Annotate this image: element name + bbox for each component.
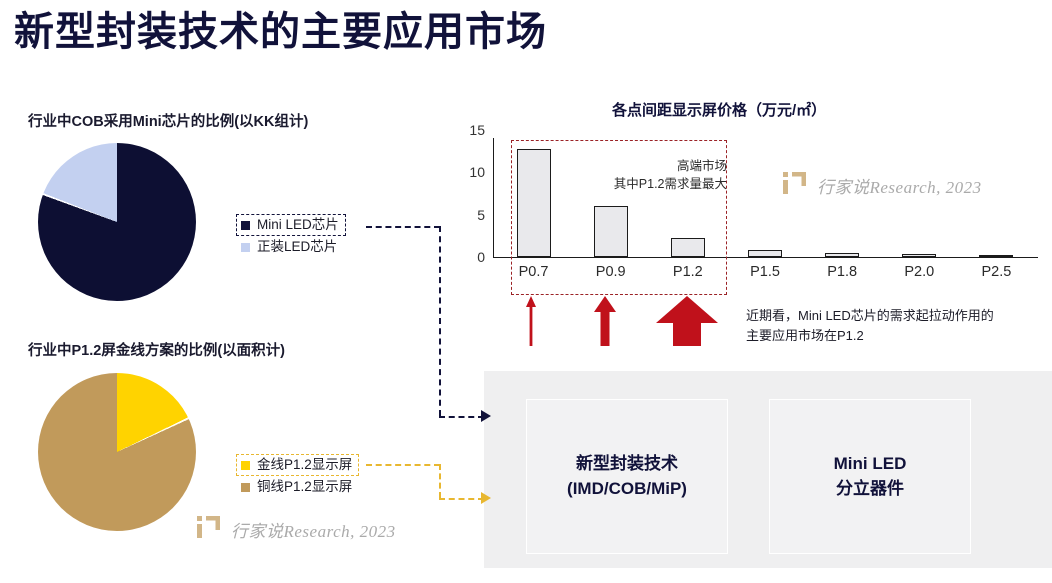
x-axis-tick-label: P1.5 [750, 264, 780, 280]
chart-annotation: 高端市场 其中P1.2需求量最大 [613, 159, 727, 192]
x-axis-tick-label: P0.9 [595, 264, 626, 280]
pie-chart-cob-mini [38, 143, 196, 301]
x-axis-tick-label: P2.0 [904, 264, 935, 280]
brand-logo-icon [196, 514, 222, 545]
legend-item-gold-wire-display[interactable]: 金线P1.2显示屏 [236, 454, 360, 476]
watermark-text: 行家说Research, 2023 [231, 522, 396, 541]
section-heading-gold-wire: 行业中P1.2屏金线方案的比例(以面积计) [28, 343, 285, 359]
connector-gold-segment-h2 [439, 498, 484, 500]
legend-item-label: 正装LED芯片 [257, 239, 338, 255]
bar-p2-0 [902, 254, 937, 257]
legend-cob-mini: Mini LED芯片 正装LED芯片 [236, 214, 346, 258]
arrow-p12-icon [655, 296, 719, 351]
title-divider [0, 72, 1052, 74]
section-heading-cob-mini: 行业中COB采用Mini芯片的比例(以KK组计) [28, 114, 309, 130]
brand-logo-icon [782, 170, 808, 201]
legend-gold-wire: 金线P1.2显示屏 铜线P1.2显示屏 [236, 454, 360, 498]
chart-title: 各点间距显示屏价格（万元/㎡） [612, 102, 827, 119]
x-axis-tick-label: P2.5 [981, 264, 1012, 280]
arrow-p07-icon [523, 296, 539, 351]
highlight-region-high-end-market [511, 140, 727, 295]
legend-item-label: 金线P1.2显示屏 [257, 457, 353, 473]
watermark-chart: 行家说Research, 2023 [782, 170, 982, 201]
legend-swatch-icon [241, 242, 250, 252]
connector-dark-arrowhead-icon [481, 410, 491, 422]
chart-takeaway-text: 近期看，Mini LED芯片的需求起拉动作用的 主要应用市场在P1.2 [746, 308, 994, 343]
bar-p2-5 [979, 255, 1014, 257]
connector-dark-segment-h1 [366, 226, 440, 228]
connector-gold-segment-h1 [366, 464, 440, 466]
bar-p0-7 [516, 149, 551, 257]
legend-swatch-icon [241, 220, 250, 230]
box-advanced-packaging[interactable]: 新型封装技术 (IMD/COB/MiP) [526, 399, 728, 554]
connector-dark-segment-v [439, 226, 441, 416]
box-mini-led-discrete[interactable]: Mini LED 分立器件 [769, 399, 971, 554]
pie-chart-gold-wire [38, 373, 196, 531]
legend-swatch-icon [241, 460, 250, 470]
legend-item-label: Mini LED芯片 [257, 217, 339, 233]
connector-gold-segment-v [439, 464, 441, 498]
y-axis-tick-label: 0 [477, 249, 485, 265]
x-axis-tick-label: P0.7 [518, 264, 549, 280]
legend-item-regular-led-chip[interactable]: 正装LED芯片 [236, 236, 346, 258]
bar-chart: 0 5 10 15 P0.7 P0.9 P1.2 P1.5 P1.8 P2.0 P2.5 [455, 122, 1038, 290]
watermark-text: 行家说Research, 2023 [817, 178, 982, 197]
y-axis-line [493, 138, 495, 257]
bar-p1-2 [670, 237, 705, 257]
y-axis-tick-labels: 0 5 10 15 [455, 122, 485, 290]
x-axis-tick-label: P1.8 [827, 264, 858, 280]
bar-plot-area [495, 130, 1035, 257]
y-axis-tick-label: 15 [469, 122, 485, 138]
bar-p1-5 [748, 250, 782, 257]
arrow-p09-icon [592, 296, 618, 351]
legend-item-copper-wire-display[interactable]: 铜线P1.2显示屏 [236, 476, 359, 498]
bar-p0-9 [593, 206, 628, 257]
bar-p1-8 [825, 253, 860, 257]
y-axis-tick-label: 10 [469, 164, 485, 181]
page-title: 新型封装技术的主要应用市场 [14, 10, 547, 54]
x-axis-tick-label: P1.2 [672, 264, 703, 280]
y-axis-tick-label: 5 [477, 206, 485, 223]
watermark-pie: 行家说Research, 2023 [196, 514, 396, 545]
legend-swatch-icon [241, 482, 250, 492]
legend-item-mini-led-chip[interactable]: Mini LED芯片 [236, 214, 346, 236]
connector-dark-segment-h2 [439, 416, 484, 418]
x-axis-line [493, 257, 1038, 259]
legend-item-label: 铜线P1.2显示屏 [257, 479, 353, 495]
connector-gold-arrowhead-icon [481, 492, 491, 504]
